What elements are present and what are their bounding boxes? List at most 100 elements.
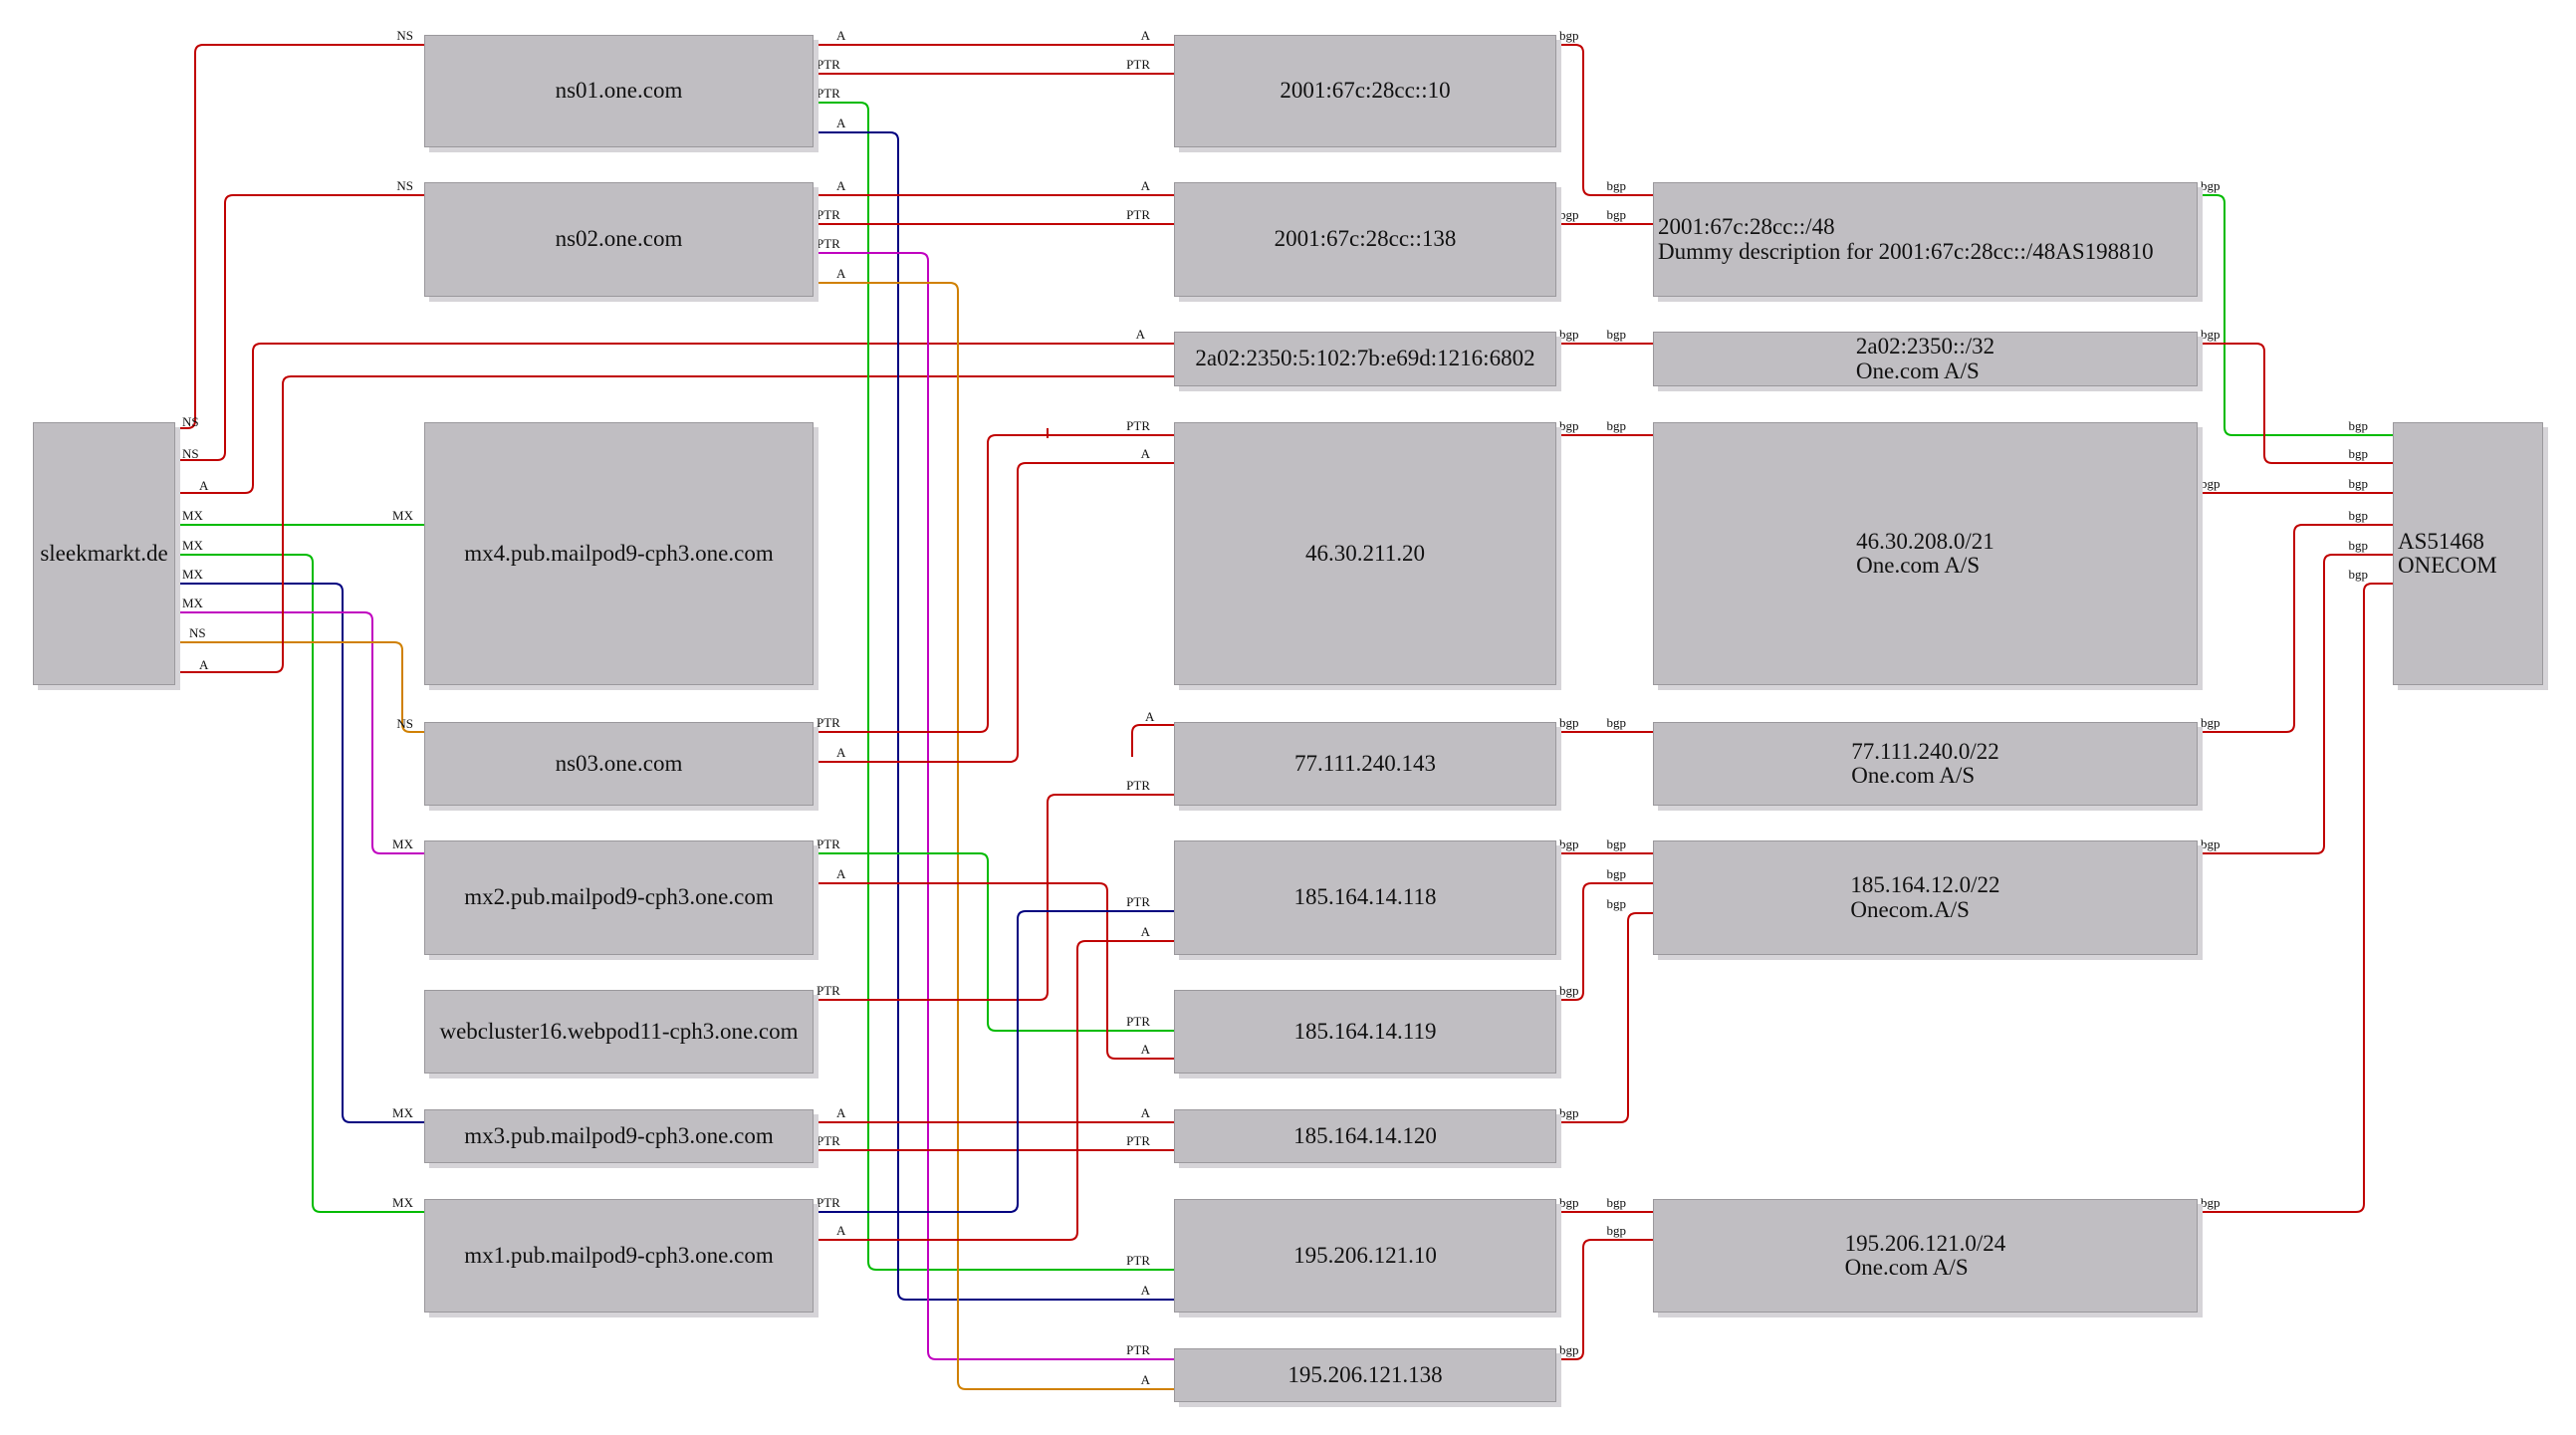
node-domain[interactable]: sleekmarkt.de xyxy=(33,422,175,685)
edge-22-label-0: PTR xyxy=(817,983,840,998)
edge-4-label-1: MX xyxy=(392,508,414,523)
edge-12-label-0: PTR xyxy=(817,86,840,101)
node-host-mx1[interactable]: mx1.pub.mailpod9-cph3.one.com xyxy=(424,1199,814,1313)
edge-29-label-0: bgp xyxy=(1559,28,1579,43)
node-ip-185-120[interactable]: 185.164.14.120 xyxy=(1174,1109,1556,1163)
node-ip-46[interactable]: 46.30.211.20 xyxy=(1174,422,1556,685)
edge-31-label-1: bgp xyxy=(1607,327,1627,342)
edge-38-label-0: bgp xyxy=(1559,1342,1579,1357)
edge-33-label-1: bgp xyxy=(1607,715,1627,730)
node-ip-195-138-label: 195.206.121.138 xyxy=(1288,1361,1443,1387)
node-host-webcluster[interactable]: webcluster16.webpod11-cph3.one.com xyxy=(424,990,814,1074)
edge-40-label-1: bgp xyxy=(2349,446,2369,461)
node-prefix-195-label: 195.206.121.0/24 One.com A/S xyxy=(1844,1230,2006,1280)
node-ip-195-10[interactable]: 195.206.121.10 xyxy=(1174,1199,1556,1313)
edge-23-label-0: A xyxy=(836,1105,846,1120)
edge-16-label-1: PTR xyxy=(1126,1342,1150,1357)
edge-30-label-1: bgp xyxy=(1607,207,1627,222)
node-prefix-195[interactable]: 195.206.121.0/24 One.com A/S xyxy=(1653,1199,2198,1313)
edge-30-label-0: bgp xyxy=(1559,207,1579,222)
edge-8-label-1: NS xyxy=(396,716,413,731)
edge-22-label-1: PTR xyxy=(1126,778,1150,793)
node-host-mx1-label: mx1.pub.mailpod9-cph3.one.com xyxy=(464,1242,774,1268)
node-host-ns03-label: ns03.one.com xyxy=(555,750,683,776)
edge-26-label-0: A xyxy=(836,1223,846,1238)
edge-19-label-0: A xyxy=(836,745,846,760)
edge-21 xyxy=(814,882,1174,1060)
node-prefix-185[interactable]: 185.164.12.0/22 Onecom.A/S xyxy=(1653,840,2198,955)
edge-25-label-1: PTR xyxy=(1126,894,1150,909)
edge-44-label-0: bgp xyxy=(2201,1195,2221,1210)
node-host-ns02[interactable]: ns02.one.com xyxy=(424,182,814,297)
node-host-mx3[interactable]: mx3.pub.mailpod9-cph3.one.com xyxy=(424,1109,814,1163)
edge-2 xyxy=(175,194,424,461)
node-prefix-2001[interactable]: 2001:67c:28cc::/48 Dummy description for… xyxy=(1653,182,2198,297)
edge-1-label-1: NS xyxy=(396,28,413,43)
edge-37-label-1: bgp xyxy=(1607,1195,1627,1210)
edge-24-label-0: PTR xyxy=(817,1133,840,1148)
edge-23-label-1: A xyxy=(1141,1105,1151,1120)
edge-1-label-0: NS xyxy=(182,414,199,429)
node-ip-185-119[interactable]: 185.164.14.119 xyxy=(1174,990,1556,1074)
node-prefix-2a02[interactable]: 2a02:2350::/32 One.com A/S xyxy=(1653,332,2198,386)
edge-32-label-0: bgp xyxy=(1559,418,1579,433)
node-ip-195-10-label: 195.206.121.10 xyxy=(1293,1242,1437,1268)
node-host-ns03[interactable]: ns03.one.com xyxy=(424,722,814,806)
edge-18-label-1: PTR xyxy=(1126,418,1150,433)
edge-20 xyxy=(814,852,1174,1032)
edge-7-label-1: MX xyxy=(392,837,414,851)
node-ip-77[interactable]: 77.111.240.143 xyxy=(1174,722,1556,806)
edge-6-label-1: MX xyxy=(392,1105,414,1120)
edge-17 xyxy=(814,282,1174,1390)
edge-5-label-1: MX xyxy=(392,1195,414,1210)
node-host-mx4[interactable]: mx4.pub.mailpod9-cph3.one.com xyxy=(424,422,814,685)
node-prefix-185-label: 185.164.12.0/22 Onecom.A/S xyxy=(1850,872,2000,922)
node-prefix-77[interactable]: 77.111.240.0/22 One.com A/S xyxy=(1653,722,2198,806)
edge-16 xyxy=(814,252,1174,1360)
node-prefix-46[interactable]: 46.30.208.0/21 One.com A/S xyxy=(1653,422,2198,685)
edge-7-label-0: MX xyxy=(182,596,204,610)
node-ip-195-138[interactable]: 195.206.121.138 xyxy=(1174,1348,1556,1402)
edge-18 xyxy=(814,434,1174,733)
edge-38 xyxy=(1556,1239,1653,1360)
node-ip-2001-10[interactable]: 2001:67c:28cc::10 xyxy=(1174,35,1556,147)
node-ip-2001-10-label: 2001:67c:28cc::10 xyxy=(1280,78,1451,104)
node-asn[interactable]: AS51468 ONECOM xyxy=(2393,422,2543,685)
node-ip-2001-138[interactable]: 2001:67c:28cc::138 xyxy=(1174,182,1556,297)
edge-36-label-1: bgp xyxy=(1607,896,1627,911)
node-prefix-46-label: 46.30.208.0/21 One.com A/S xyxy=(1856,528,1994,578)
node-host-mx2[interactable]: mx2.pub.mailpod9-cph3.one.com xyxy=(424,840,814,955)
edge-12 xyxy=(814,102,1174,1271)
edge-13-label-1: A xyxy=(1141,1283,1151,1298)
edge-38-label-1: bgp xyxy=(1607,1223,1627,1238)
edge-36-label-0: bgp xyxy=(1559,1105,1579,1120)
edge-44-label-1: bgp xyxy=(2349,567,2369,582)
node-host-ns01[interactable]: ns01.one.com xyxy=(424,35,814,147)
edge-37-label-0: bgp xyxy=(1559,1195,1579,1210)
edge-21-label-0: A xyxy=(836,866,846,881)
node-host-mx4-label: mx4.pub.mailpod9-cph3.one.com xyxy=(464,540,774,566)
edge-9 xyxy=(175,375,1174,673)
edge-16-label-0: PTR xyxy=(817,236,840,251)
node-ip-2a02-label: 2a02:2350:5:102:7b:e69d:1216:6802 xyxy=(1195,346,1535,371)
edge-40-label-0: bgp xyxy=(2201,327,2221,342)
edge-8-label-0: NS xyxy=(189,625,206,640)
edge-39-label-1: bgp xyxy=(2349,418,2369,433)
edge-42 xyxy=(2198,524,2393,733)
edge-43-label-0: bgp xyxy=(2201,837,2221,851)
edge-42-label-1: bgp xyxy=(2349,508,2369,523)
edge-32-label-1: bgp xyxy=(1607,418,1627,433)
node-ip-185-118[interactable]: 185.164.14.118 xyxy=(1174,840,1556,955)
edge-41-label-0: bgp xyxy=(2201,476,2221,491)
edge-3-label-0: A xyxy=(199,478,209,493)
edge-12-label-1: PTR xyxy=(1126,1253,1150,1268)
edge-28 xyxy=(1131,724,1174,757)
edge-41-label-1: bgp xyxy=(2349,476,2369,491)
edge-39 xyxy=(2198,194,2393,436)
edge-21-label-1: A xyxy=(1141,1042,1151,1057)
edge-5 xyxy=(175,554,424,1213)
node-ip-2a02[interactable]: 2a02:2350:5:102:7b:e69d:1216:6802 xyxy=(1174,332,1556,386)
edge-14-label-0: A xyxy=(836,178,846,193)
edge-5-label-0: MX xyxy=(182,538,204,553)
